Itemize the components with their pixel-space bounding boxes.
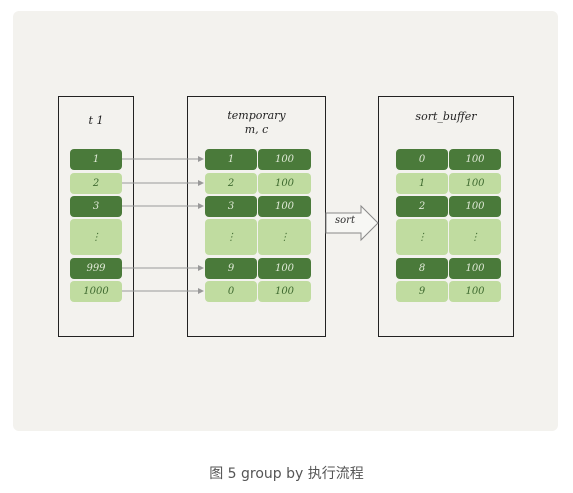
temporary-title: temporary — [227, 109, 286, 122]
temporary-key-cell: 2 — [205, 173, 257, 194]
sort-buffer-key-cell: 0 — [396, 149, 448, 170]
sort-buffer-value-cell: 100 — [449, 196, 501, 217]
sort-buffer-key-cell: 8 — [396, 258, 448, 279]
t1-title: t 1 — [88, 114, 104, 127]
t1-row: 3 — [70, 196, 122, 217]
temporary-key-cell: 3 — [205, 196, 257, 217]
temporary-columns: m, c — [244, 123, 269, 136]
temporary-value-cell: 100 — [258, 149, 311, 170]
sort-buffer-title: sort_buffer — [415, 110, 477, 123]
sort-buffer-key-cell: 2 — [396, 196, 448, 217]
sort-buffer-key-cell: 1 — [396, 173, 448, 194]
temporary-value-cell: 100 — [258, 173, 311, 194]
sort-buffer-key-cell: 9 — [396, 281, 448, 302]
t1-row: 2 — [70, 173, 122, 194]
sort-arrow — [325, 204, 379, 242]
sort-buffer-value-cell: 100 — [449, 281, 501, 302]
sort-buffer-key-cell: ⋮ — [396, 219, 448, 255]
t1-row: 1 — [70, 149, 122, 170]
sort-buffer-value-cell: 100 — [449, 149, 501, 170]
temporary-key-cell: 1 — [205, 149, 257, 170]
t1-row: ⋮ — [70, 219, 122, 255]
sort-buffer-value-cell: 100 — [449, 258, 501, 279]
temporary-value-cell: 100 — [258, 258, 311, 279]
temporary-key-cell: 9 — [205, 258, 257, 279]
temporary-value-cell: ⋮ — [258, 219, 311, 255]
sort-arrow-label: sort — [335, 215, 355, 226]
sort-buffer-value-cell: ⋮ — [449, 219, 501, 255]
temporary-key-cell: 0 — [205, 281, 257, 302]
t1-row: 999 — [70, 258, 122, 279]
temporary-value-cell: 100 — [258, 196, 311, 217]
temporary-value-cell: 100 — [258, 281, 311, 302]
sort-buffer-value-cell: 100 — [449, 173, 501, 194]
temporary-key-cell: ⋮ — [205, 219, 257, 255]
figure-caption: 图 5 group by 执行流程 — [209, 466, 364, 482]
t1-row: 1000 — [70, 281, 122, 302]
